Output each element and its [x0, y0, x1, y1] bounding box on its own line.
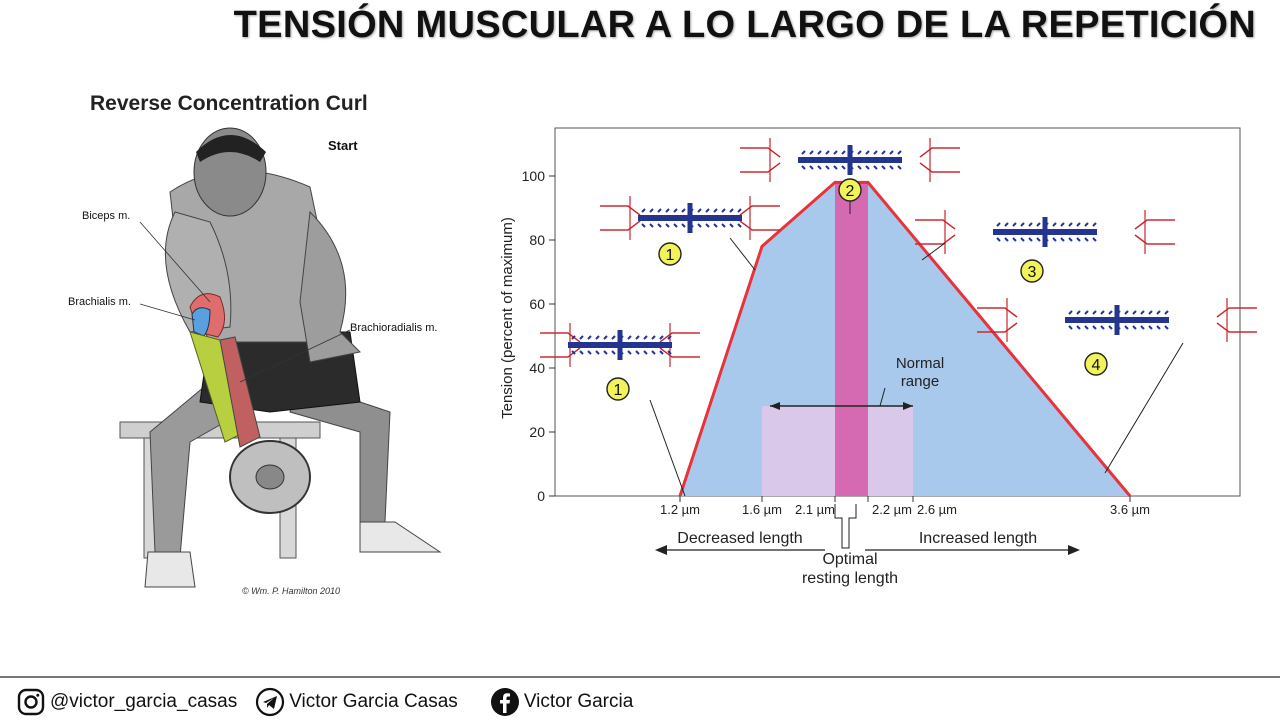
x-tick-label: 1.6 µm [742, 502, 782, 517]
leader-1b [729, 237, 756, 271]
telegram-link[interactable]: Victor Garcia Casas [255, 687, 458, 717]
brachialis-highlight [191, 307, 211, 337]
instagram-handle: @victor_garcia_casas [50, 691, 238, 712]
increased-arrowhead [1068, 545, 1080, 555]
dumbbell-hub [255, 464, 285, 490]
y-axis-title: Tension (percent of maximum) [499, 217, 516, 419]
stage-marker-circle [838, 178, 862, 202]
biceps-leader [139, 221, 211, 303]
footer-divider [0, 676, 1280, 678]
x-tick-label: 2.6 µm [917, 502, 957, 517]
optimal-bracket [834, 504, 857, 549]
curl-illustration: Reverse Concentration Curl Start [60, 82, 460, 622]
forearm [219, 336, 261, 448]
stage-marker-circle [606, 377, 630, 401]
normal-range-arrowhead-left [770, 402, 780, 410]
optimal-label-2: resting length [802, 570, 898, 587]
x-tick-label: 2.2 µm [872, 502, 912, 517]
facebook-icon [490, 688, 519, 716]
copyright-label: © Wm. P. Hamilton 2010 [242, 586, 341, 596]
length-tension-svg: 0 20 40 60 80 100 1.2 µm 1.6 µm 2.1 µm 2.2 µm 2.6… [499, 127, 1257, 587]
instagram-link[interactable]: @victor_garcia_casas [16, 687, 237, 717]
y-tick-label: 20 [529, 424, 545, 440]
normal-range-pointer [879, 387, 886, 407]
leader-1a [649, 399, 686, 497]
sarcomere-1a [540, 323, 700, 367]
normal-range-arrowhead-right [903, 402, 913, 410]
stage-marker-label: 4 [1092, 357, 1101, 374]
brachioradialis-label: Brachioradialis m. [350, 322, 438, 334]
increased-length-label: Increased length [919, 530, 1037, 547]
optimal-label-1: Optimal [822, 551, 877, 568]
telegram-icon [256, 687, 285, 717]
y-tick-label: 40 [529, 360, 545, 376]
brachialis-label: Brachialis m. [68, 296, 131, 308]
optimal-length-band [835, 182, 868, 496]
tension-curve [678, 180, 1132, 497]
facebook-link[interactable]: Victor Garcia [490, 687, 633, 717]
hair [196, 135, 266, 162]
decreased-arrowhead [655, 545, 667, 555]
instagram-icon [17, 688, 45, 716]
x-tick-label: 3.6 µm [1110, 502, 1150, 517]
sarcomere-2 [740, 138, 960, 182]
normal-range-label-1: Normal [896, 355, 944, 372]
y-tick-label: 80 [529, 232, 545, 248]
x-tick-label: 2.1 µm [795, 502, 835, 517]
illustration-title: Reverse Concentration Curl [90, 92, 368, 115]
brachioradialis-leader [239, 329, 351, 383]
sarcomere-3 [915, 210, 1175, 254]
slide-title: TENSIÓN MUSCULAR A LO LARGO DE LA REPETI… [233, 4, 1256, 46]
leader-4 [1104, 342, 1184, 474]
x-tick-label: 1.2 µm [660, 502, 700, 517]
y-tick-label: 60 [529, 296, 545, 312]
biceps-label: Biceps m. [82, 210, 131, 222]
sarcomere-1b [600, 196, 780, 240]
resting-arm [299, 210, 362, 363]
athlete-figure [119, 127, 442, 588]
leader-3 [921, 242, 946, 261]
stage-marker-label: 1 [666, 247, 675, 264]
stage-marker-circle [1020, 259, 1044, 283]
normal-range-label-2: range [901, 373, 939, 390]
left-foot [144, 551, 196, 588]
stage-marker-circle [1084, 352, 1108, 376]
stage-marker-label: 3 [1028, 264, 1037, 281]
y-tick-label: 100 [522, 168, 546, 184]
length-tension-chart: 0 20 40 60 80 100 1.2 µm 1.6 µm 2.1 µm 2.2 µm 2.6… [490, 118, 1260, 598]
telegram-name: Victor Garcia Casas [289, 691, 458, 712]
footer: @victor_garcia_casas Victor Garcia Casas… [16, 686, 651, 718]
start-label: Start [328, 138, 358, 153]
facebook-name: Victor Garcia [523, 691, 634, 712]
stage-marker-circle [658, 242, 682, 266]
sarcomere-4 [977, 298, 1257, 342]
y-tick-label: 0 [537, 488, 545, 504]
stage-marker-label: 1 [614, 382, 623, 399]
stage-marker-label: 2 [846, 183, 855, 200]
decreased-length-label: Decreased length [677, 530, 802, 547]
right-foot [359, 521, 442, 553]
brachialis-leader [139, 303, 196, 321]
